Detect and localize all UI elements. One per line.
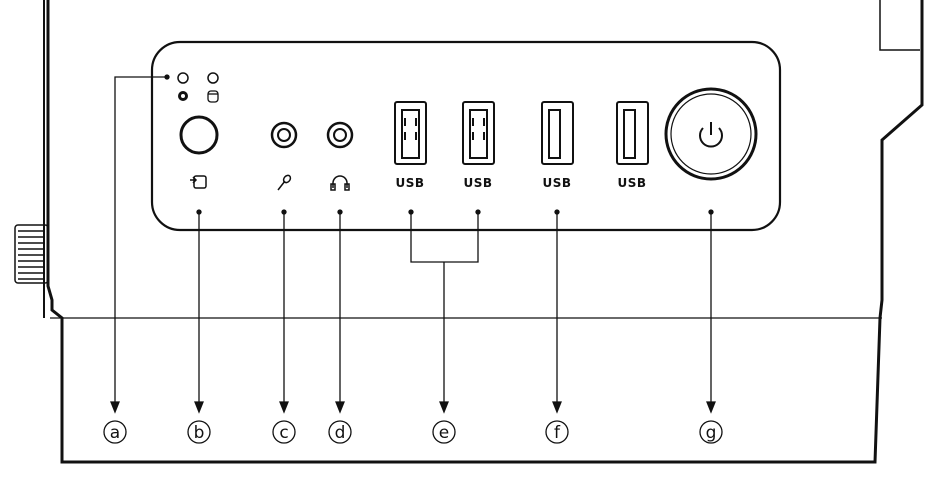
callout-b: b <box>187 420 211 444</box>
usb-port[interactable] <box>462 101 495 165</box>
hdd-led <box>207 72 219 84</box>
callout-label: a <box>110 423 120 443</box>
usb-port[interactable] <box>616 101 649 165</box>
io-panel <box>150 40 782 232</box>
usb-label: USB <box>463 176 492 190</box>
power-button[interactable] <box>664 87 758 181</box>
callout-d: d <box>328 420 352 444</box>
gear-icon <box>178 91 188 101</box>
usb-port[interactable] <box>394 101 427 165</box>
callout-label: c <box>279 423 288 443</box>
side-knob <box>14 224 49 284</box>
usb-label: USB <box>395 176 424 190</box>
activity-led <box>177 72 189 84</box>
microphone-jack[interactable] <box>270 121 298 149</box>
headphone-jack[interactable] <box>326 121 354 149</box>
callout-a: a <box>103 420 127 444</box>
callout-g: g <box>699 420 723 444</box>
callout-label: d <box>335 423 346 443</box>
callout-c: c <box>272 420 296 444</box>
leader-lines <box>110 74 716 414</box>
callout-label: g <box>706 423 717 443</box>
callout-e: e <box>432 420 456 444</box>
callout-label: f <box>554 423 561 443</box>
usb-label: USB <box>617 176 646 190</box>
cylinder-icon <box>207 90 219 103</box>
usb-port[interactable] <box>541 101 574 165</box>
reset-icon <box>190 175 207 189</box>
callout-f: f <box>545 420 569 444</box>
case-body <box>43 0 924 464</box>
reset-button[interactable] <box>179 115 219 155</box>
callout-label: e <box>439 423 449 443</box>
usb-label: USB <box>542 176 571 190</box>
power-icon <box>699 122 723 148</box>
microphone-icon <box>277 174 292 191</box>
headphone-icon <box>330 175 350 191</box>
callout-label: b <box>194 423 205 443</box>
